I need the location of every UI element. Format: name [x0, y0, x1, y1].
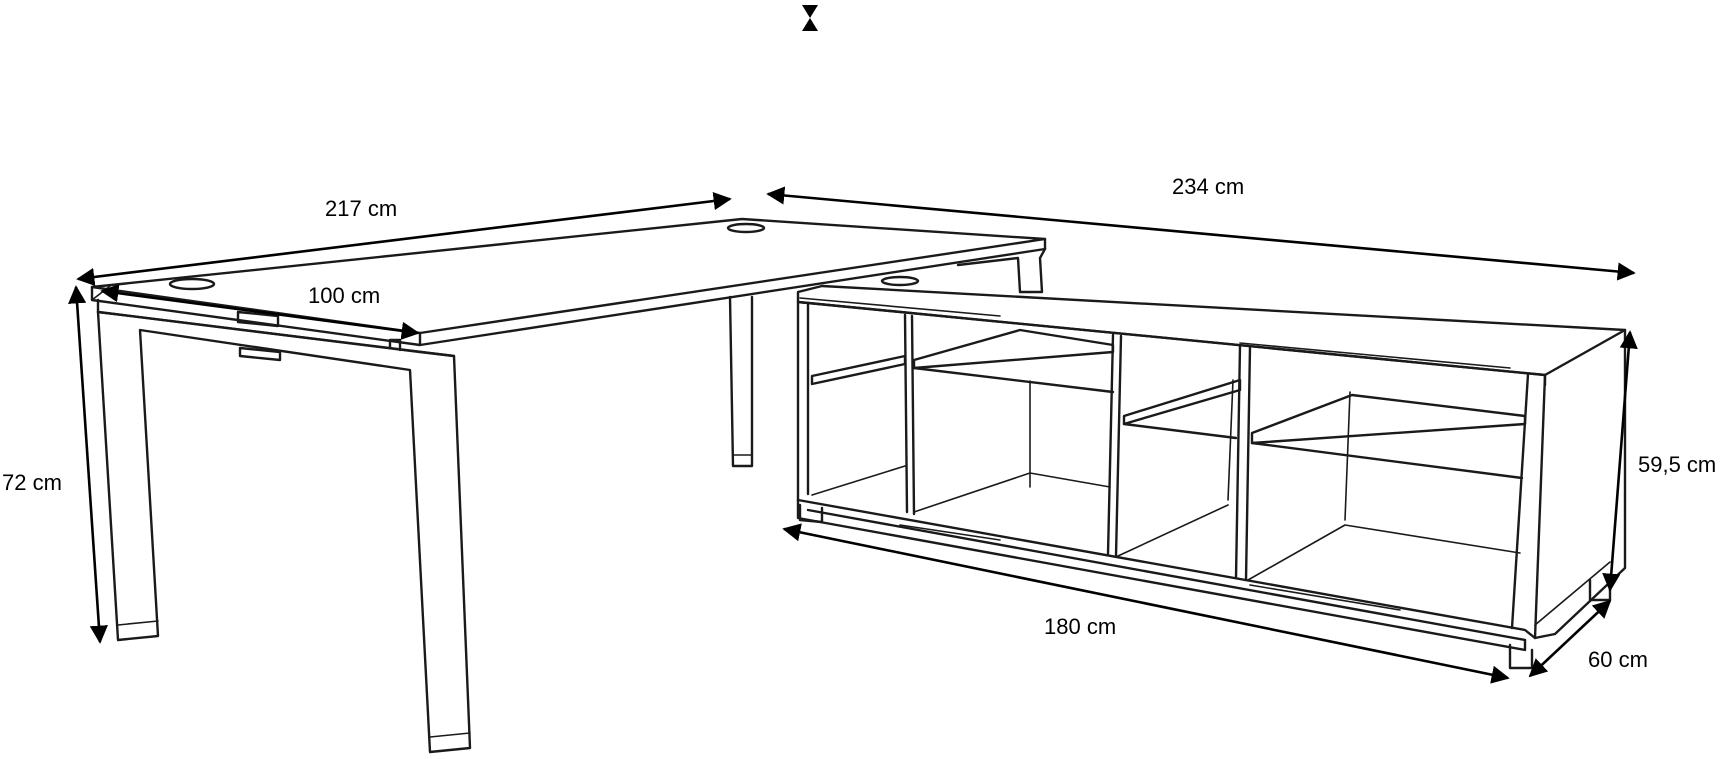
- label-cabinet-depth: 60 cm: [1588, 647, 1648, 672]
- label-desk-height: 72 cm: [2, 470, 62, 495]
- desk-top: [90, 217, 1047, 347]
- arrow-desk-depth: [100, 284, 420, 340]
- label-cabinet-height: 59,5 cm: [1638, 452, 1716, 477]
- cable-grommet: [168, 277, 216, 291]
- desk-front-leg-left: [96, 310, 472, 754]
- label-desk-depth: 100 cm: [308, 283, 380, 308]
- dimension-arrows: [68, 186, 1638, 684]
- arrow-desk-height: [68, 285, 108, 644]
- arrow-cabinet-length: [782, 523, 1510, 684]
- label-cabinet-length: 180 cm: [1044, 614, 1116, 639]
- dimension-labels: 217 cm 100 cm 72 cm 234 cm 180 cm 59,5 c…: [2, 174, 1716, 672]
- cable-grommet: [726, 222, 766, 234]
- desk: [90, 217, 1047, 754]
- arrow-cabinet-height: [1602, 330, 1638, 592]
- arrow-overall-length: [766, 186, 1636, 281]
- cabinet: [796, 284, 1627, 670]
- desk-back-leg: [728, 295, 754, 468]
- label-overall-length: 234 cm: [1172, 174, 1244, 199]
- arrow-desk-length: [76, 191, 732, 287]
- cabinet-top: [796, 284, 1627, 377]
- arrow-cabinet-depth: [1528, 599, 1612, 678]
- label-desk-length: 217 cm: [325, 196, 397, 221]
- hourglass-icon: [802, 5, 818, 31]
- cable-grommet: [880, 275, 920, 287]
